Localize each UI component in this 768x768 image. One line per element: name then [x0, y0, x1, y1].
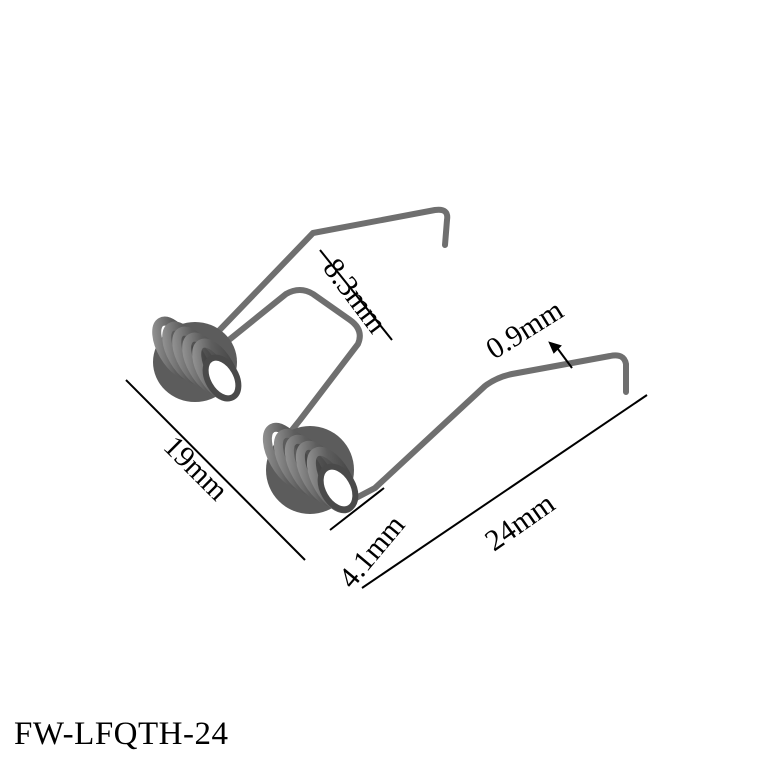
dim-line-top-leg [319, 249, 393, 341]
dimension-lines [125, 249, 648, 589]
left-coil [152, 316, 242, 402]
label-height: 19mm [157, 430, 235, 508]
label-wire-diameter: 0.9mm [480, 293, 569, 366]
torsion-spring [152, 206, 629, 514]
right-coil [262, 422, 359, 514]
dim-line-width [361, 394, 648, 589]
dim-line-height [125, 379, 306, 561]
label-total-width: 24mm [479, 487, 561, 558]
dim-line-coil [329, 487, 385, 531]
spring-wire [207, 206, 629, 501]
arrow-head-icon [548, 341, 562, 354]
model-code: FW-LFQTH-24 [14, 716, 229, 752]
